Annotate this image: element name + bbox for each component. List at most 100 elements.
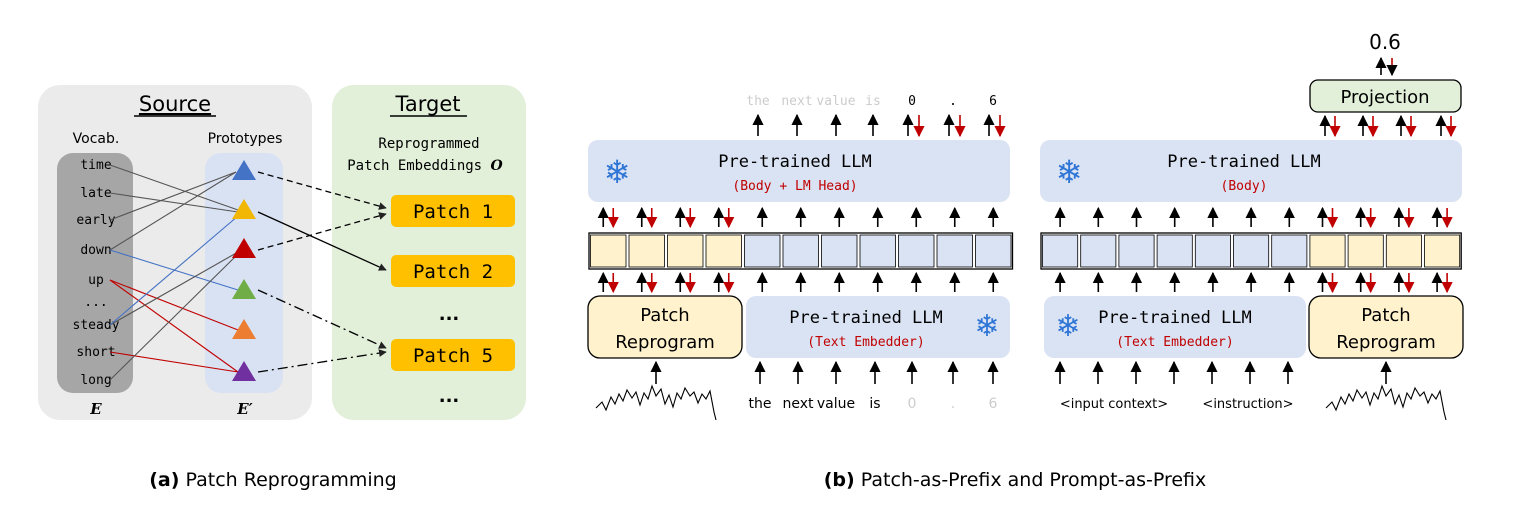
prototype-blue [232, 160, 256, 180]
llm-right-sub: (Body) [1221, 179, 1268, 194]
patch-embedding-cell [705, 234, 742, 268]
llm-left-title: Pre-trained LLM [718, 152, 872, 172]
input-token: is [869, 396, 880, 412]
projection-label: Projection [1340, 87, 1429, 108]
vocab-column [57, 153, 133, 393]
text-embedding-cell [1271, 234, 1308, 268]
e-label: E [89, 400, 102, 418]
text-embedder-left-box [746, 296, 1010, 358]
llm-body-box [1040, 140, 1462, 202]
text-embedding-cell [898, 234, 935, 268]
snowflake-icon: ❄ [1055, 309, 1080, 344]
caption-a: (a) Patch Reprogramming [149, 469, 397, 491]
patch-reprogram-left-line1: Patch [640, 305, 689, 326]
embedder-left-title: Pre-trained LLM [789, 308, 943, 328]
instruction-token: <instruction> [1202, 397, 1293, 412]
vocab-word: down [80, 243, 111, 258]
patch-reprogram-right-box [1308, 295, 1464, 359]
text-embedding-cell [1194, 234, 1231, 268]
panel-a: Source Target Vocab. Prototypes time late… [38, 85, 526, 491]
output-token: the [746, 94, 770, 109]
output-token: next [781, 94, 812, 109]
text-embedding-cell [1042, 234, 1079, 268]
text-embedding-cell [859, 234, 896, 268]
patch-label: Patch 1 [413, 201, 493, 223]
eprime-label: E′ [236, 400, 252, 418]
snowflake-icon: ❄ [974, 309, 999, 344]
patch-ellipsis: ... [439, 304, 460, 325]
prototype-green [232, 279, 256, 299]
output-token: . [949, 94, 957, 109]
embedder-left-sub: (Text Embedder) [807, 335, 924, 350]
vocab-word: long [80, 373, 111, 388]
patch-reprogram-right-line1: Patch [1361, 305, 1410, 326]
target-panel [332, 85, 526, 420]
patch-embedding-cell [1385, 234, 1422, 268]
patch-embedding-cell [628, 234, 665, 268]
target-symbol: O [491, 158, 504, 174]
right-io-arrows [1054, 114, 1457, 384]
prototypes-label: Prototypes [208, 131, 283, 147]
llm-body-lmhead-box [588, 140, 1010, 202]
prototype-purple [232, 361, 256, 381]
vocab-word: late [80, 186, 111, 201]
patch-ellipsis: ... [439, 386, 460, 407]
input-token: next [782, 396, 814, 412]
text-embedding-cell [975, 234, 1012, 268]
patch-label: Patch 5 [413, 345, 493, 367]
target-caption-line1: Reprogrammed [378, 136, 479, 152]
vocab-word: steady [73, 318, 120, 333]
output-token: 0 [908, 94, 916, 109]
time-series-waveform [1325, 384, 1447, 421]
patch-embedding-cell [1309, 234, 1346, 268]
text-embedding-cell [782, 234, 819, 268]
patch-embedding-cell [590, 234, 627, 268]
llm-left-sub: (Body + LM Head) [732, 179, 857, 194]
text-embedding-cell [1233, 234, 1270, 268]
patch-embedding-cell [1347, 234, 1384, 268]
output-token: value [816, 94, 855, 109]
embedder-right-title: Pre-trained LLM [1098, 308, 1252, 328]
llm-right-title: Pre-trained LLM [1167, 152, 1321, 172]
vocab-word: time [80, 158, 111, 173]
text-embedding-cell [1118, 234, 1155, 268]
patch-box [391, 255, 515, 287]
prototype-orange [232, 319, 256, 339]
time-series-waveform [595, 384, 717, 421]
input-token: the [749, 396, 772, 412]
patch-reprogram-left-line2: Reprogram [615, 332, 715, 353]
text-embedding-cell [936, 234, 973, 268]
output-value: 0.6 [1369, 30, 1401, 54]
target-caption-line2: Patch Embeddings O [347, 158, 503, 174]
vocab-word: ... [84, 295, 107, 310]
text-embedder-right-box [1044, 296, 1306, 358]
patch-embedding-cell [667, 234, 704, 268]
input-context-token: <input context> [1060, 397, 1168, 412]
target-title: Target [395, 92, 461, 116]
output-token: 6 [989, 94, 997, 109]
input-token: value [817, 396, 855, 412]
vocab-word: short [76, 345, 115, 360]
input-token: . [951, 396, 955, 412]
input-token: 0 [908, 396, 917, 412]
vocab-prototype-links [109, 164, 239, 381]
vocab-label: Vocab. [73, 131, 120, 147]
patch-reprogram-right-line2: Reprogram [1336, 332, 1436, 353]
text-embedding-cell [1080, 234, 1117, 268]
prototype-red [232, 238, 256, 258]
prototype-column [205, 153, 283, 393]
snowflake-icon: ❄ [604, 153, 631, 191]
bottom-input-arrows [650, 360, 999, 384]
text-embedding-cell [744, 234, 781, 268]
embedder-right-sub: (Text Embedder) [1116, 335, 1233, 350]
prototype-patch-arrows [257, 171, 387, 373]
source-title: Source [139, 92, 211, 116]
patch-box [391, 195, 515, 227]
patch-embedding-cell [1424, 234, 1461, 268]
caption-b: (b) Patch-as-Prefix and Prompt-as-Prefix [824, 469, 1207, 491]
vocab-word: early [76, 213, 115, 228]
